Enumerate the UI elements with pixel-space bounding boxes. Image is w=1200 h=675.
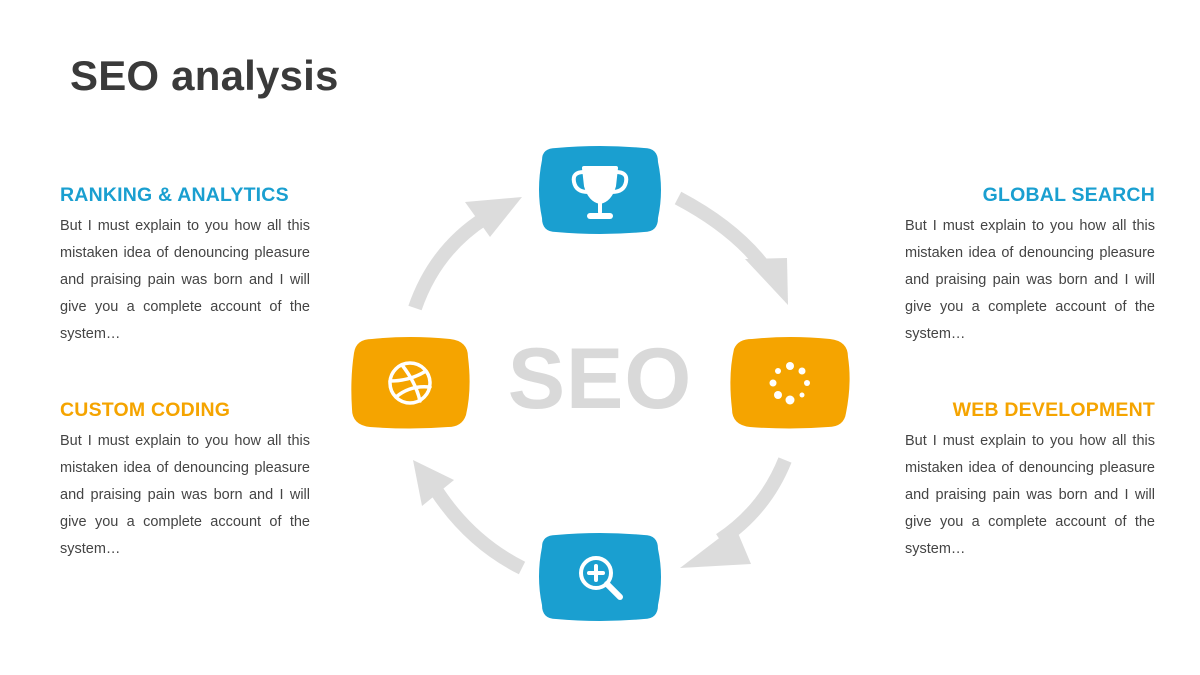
block-heading: WEB DEVELOPMENT (952, 399, 1155, 421)
arrowhead-top-right (745, 258, 788, 305)
cycle-node-left (351, 337, 470, 429)
dribbble-ball-icon (388, 361, 432, 405)
cycle-node-top (539, 146, 661, 234)
block-text: But I must explain to you how all this m… (60, 218, 310, 342)
block-text: But I must explain to you how all this m… (905, 218, 1155, 342)
arrowhead-bottom-right (680, 526, 751, 568)
trophy-icon (571, 166, 629, 219)
block-text: But I must explain to you how all this m… (905, 433, 1155, 557)
slide-title: SEO analysis (70, 52, 339, 99)
cycle-node-right (730, 337, 850, 429)
seo-cycle-diagram: SEO (340, 140, 860, 630)
cycle-arrow-top-to-right (674, 191, 771, 273)
info-block-custom-coding: CUSTOM CODING But I must explain to you … (60, 399, 310, 563)
info-block-global-search: GLOBAL SEARCH But I must explain to you … (905, 184, 1155, 348)
cycle-graphics (351, 146, 850, 621)
arrowhead-bottom-left (413, 460, 454, 506)
block-heading: GLOBAL SEARCH (982, 184, 1155, 206)
info-block-ranking-analytics: RANKING & ANALYTICS But I must explain t… (60, 184, 310, 348)
block-heading: RANKING & ANALYTICS (60, 184, 289, 206)
center-seo-label: SEO (507, 331, 693, 427)
cycle-arrow-left-to-top (408, 212, 489, 311)
cycle-node-bottom (539, 533, 661, 621)
cycle-arrow-bottom-to-left (430, 486, 526, 575)
arrowhead-top-left (465, 197, 522, 237)
cycle-arrow-right-to-bottom (716, 457, 792, 546)
block-text: But I must explain to you how all this m… (60, 433, 310, 557)
info-block-web-development: WEB DEVELOPMENT But I must explain to yo… (905, 399, 1155, 563)
block-heading: CUSTOM CODING (60, 399, 231, 421)
loading-spinner-icon (769, 362, 810, 405)
zoom-in-icon (579, 556, 623, 600)
